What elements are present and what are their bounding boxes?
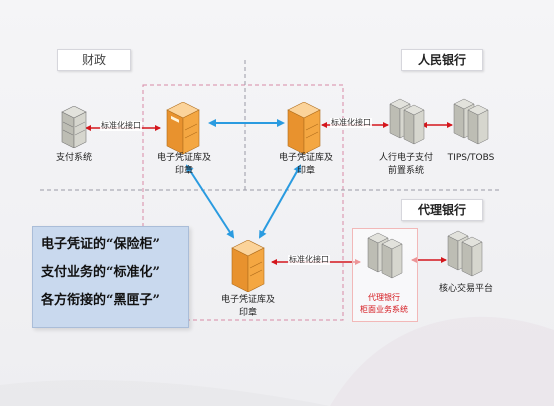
core-trading-server-icon — [446, 230, 484, 278]
slogan-line-3: 各方衔接的“黑匣子” — [41, 293, 160, 308]
zone-label-pboc: 人民银行 — [401, 49, 483, 71]
payment-system-label: 支付系统 — [55, 153, 92, 163]
slogan-line-1: 电子凭证的“保险柜” — [41, 237, 160, 252]
payment-system-server-icon — [58, 106, 88, 148]
voucher-library-1-icon — [163, 102, 203, 154]
voucher-library-2-icon — [284, 102, 324, 154]
zone-label-finance: 财政 — [57, 49, 131, 71]
pboc-front-system-label-line1: 人行电子支付 — [378, 153, 433, 163]
tips-tobs-label: TIPS/TOBS — [447, 153, 495, 163]
arrow-voucher1-voucher3 — [185, 164, 235, 239]
pboc-front-system-label-line2: 前置系统 — [387, 166, 424, 176]
zone-label-agent-bank: 代理银行 — [401, 199, 483, 221]
voucher-library-3-label-line2: 印章 — [238, 308, 257, 318]
interface-label-left: 标准化接口 — [100, 121, 142, 131]
agent-counter-server-icon — [366, 232, 404, 280]
agent-counter-label-line1: 代理银行 — [368, 293, 400, 302]
tips-tobs-server-icon — [452, 98, 490, 146]
pboc-front-system-server-icon — [388, 98, 426, 146]
agent-counter-label-line2: 柜面业务系统 — [360, 305, 408, 314]
slogan-box: 电子凭证的“保险柜” 支付业务的“标准化” 各方衔接的“黑匣子” — [32, 226, 189, 328]
voucher-library-1-label-line1: 电子凭证库及 — [156, 153, 211, 163]
core-trading-label: 核心交易平台 — [438, 284, 493, 294]
interface-label-bottom: 标准化接口 — [288, 255, 330, 265]
voucher-library-2-label-line2: 印章 — [296, 166, 315, 176]
voucher-frame — [142, 84, 344, 321]
interface-label-right: 标准化接口 — [330, 118, 372, 128]
voucher-library-3-icon — [228, 240, 268, 292]
voucher-library-1-label-line2: 印章 — [174, 166, 193, 176]
voucher-library-2-label-line1: 电子凭证库及 — [278, 153, 333, 163]
slogan-line-2: 支付业务的“标准化” — [41, 265, 160, 280]
arrow-voucher2-voucher3 — [259, 164, 301, 239]
voucher-library-3-label-line1: 电子凭证库及 — [220, 295, 275, 305]
